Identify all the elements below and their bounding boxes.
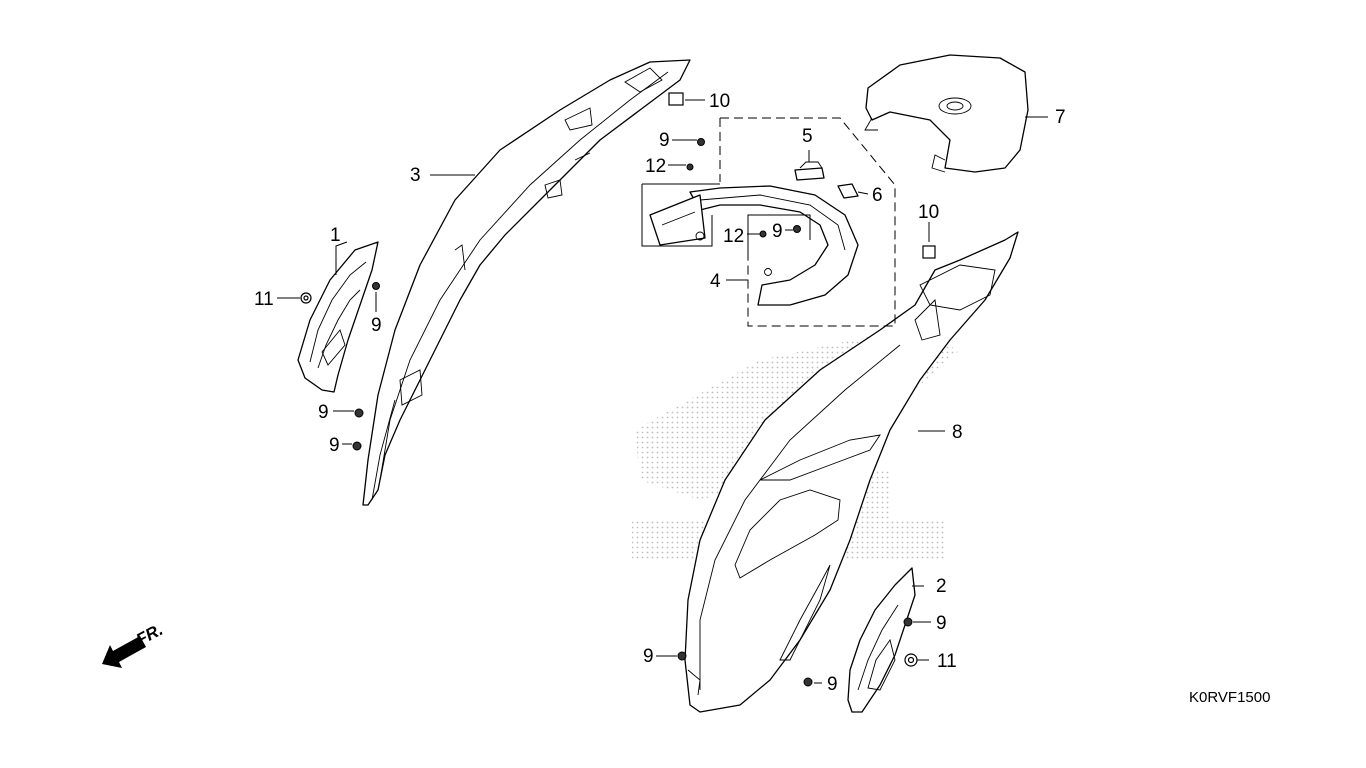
callout-8: 8	[952, 422, 963, 443]
callout-9: 9	[936, 613, 947, 634]
part-6-pad[interactable]	[837, 183, 859, 199]
assembly-outline	[641, 117, 896, 327]
nut-center-icon	[303, 295, 309, 301]
callout-4: 4	[710, 271, 721, 292]
callout-9: 9	[329, 435, 340, 456]
callout-5: 5	[802, 126, 813, 147]
nut-center-icon	[907, 656, 915, 664]
screw-icon[interactable]	[352, 441, 362, 451]
clip-nut-icon[interactable]	[922, 245, 936, 259]
fasteners	[300, 92, 936, 687]
callout-9: 9	[643, 646, 654, 667]
screw-icon[interactable]	[354, 408, 364, 418]
callout-9: 9	[371, 315, 382, 336]
screw-icon[interactable]	[372, 282, 380, 290]
callout-10: 10	[709, 91, 730, 112]
screw-icon[interactable]	[697, 138, 705, 146]
callout-3: 3	[410, 165, 421, 186]
part-5-clip[interactable]	[794, 161, 825, 181]
screw-icon[interactable]	[803, 677, 813, 687]
callout-9: 9	[772, 221, 783, 242]
screw-icon[interactable]	[677, 651, 687, 661]
diagram-code: K0RVF1500	[1189, 689, 1271, 706]
screw-icon[interactable]	[793, 225, 801, 233]
callout-6: 6	[872, 185, 883, 206]
part-2-side-panel[interactable]	[847, 567, 916, 713]
callout-12: 12	[723, 226, 744, 247]
callout-1: 1	[330, 225, 341, 246]
callout-2: 2	[936, 576, 947, 597]
leader-lines	[277, 99, 1048, 684]
part-8-side-cover[interactable]	[684, 231, 1019, 713]
callout-10: 10	[918, 202, 939, 223]
callout-labels: 1 2 3 4 5 6 7 8 9 9 9 9 9 9 9 9 10 10 11…	[254, 91, 1066, 695]
clip-nut-icon[interactable]	[668, 92, 684, 106]
part-4-inner-liner[interactable]	[649, 185, 859, 306]
callout-9: 9	[827, 674, 838, 695]
callout-7: 7	[1055, 107, 1066, 128]
arrow-icon	[102, 636, 146, 668]
screw-icon[interactable]	[759, 230, 767, 238]
screw-icon[interactable]	[903, 617, 913, 627]
front-direction-arrow: FR.	[102, 620, 166, 668]
callout-11: 11	[254, 289, 274, 310]
callout-9: 9	[659, 130, 670, 151]
part-7-top-cover[interactable]	[864, 54, 1029, 173]
part-1-side-panel[interactable]	[297, 241, 379, 393]
callout-11: 11	[937, 651, 957, 672]
callout-12: 12	[645, 156, 666, 177]
screw-icon[interactable]	[686, 163, 694, 171]
callout-9: 9	[318, 402, 329, 423]
part-3-side-rail-cover[interactable]	[362, 59, 691, 506]
